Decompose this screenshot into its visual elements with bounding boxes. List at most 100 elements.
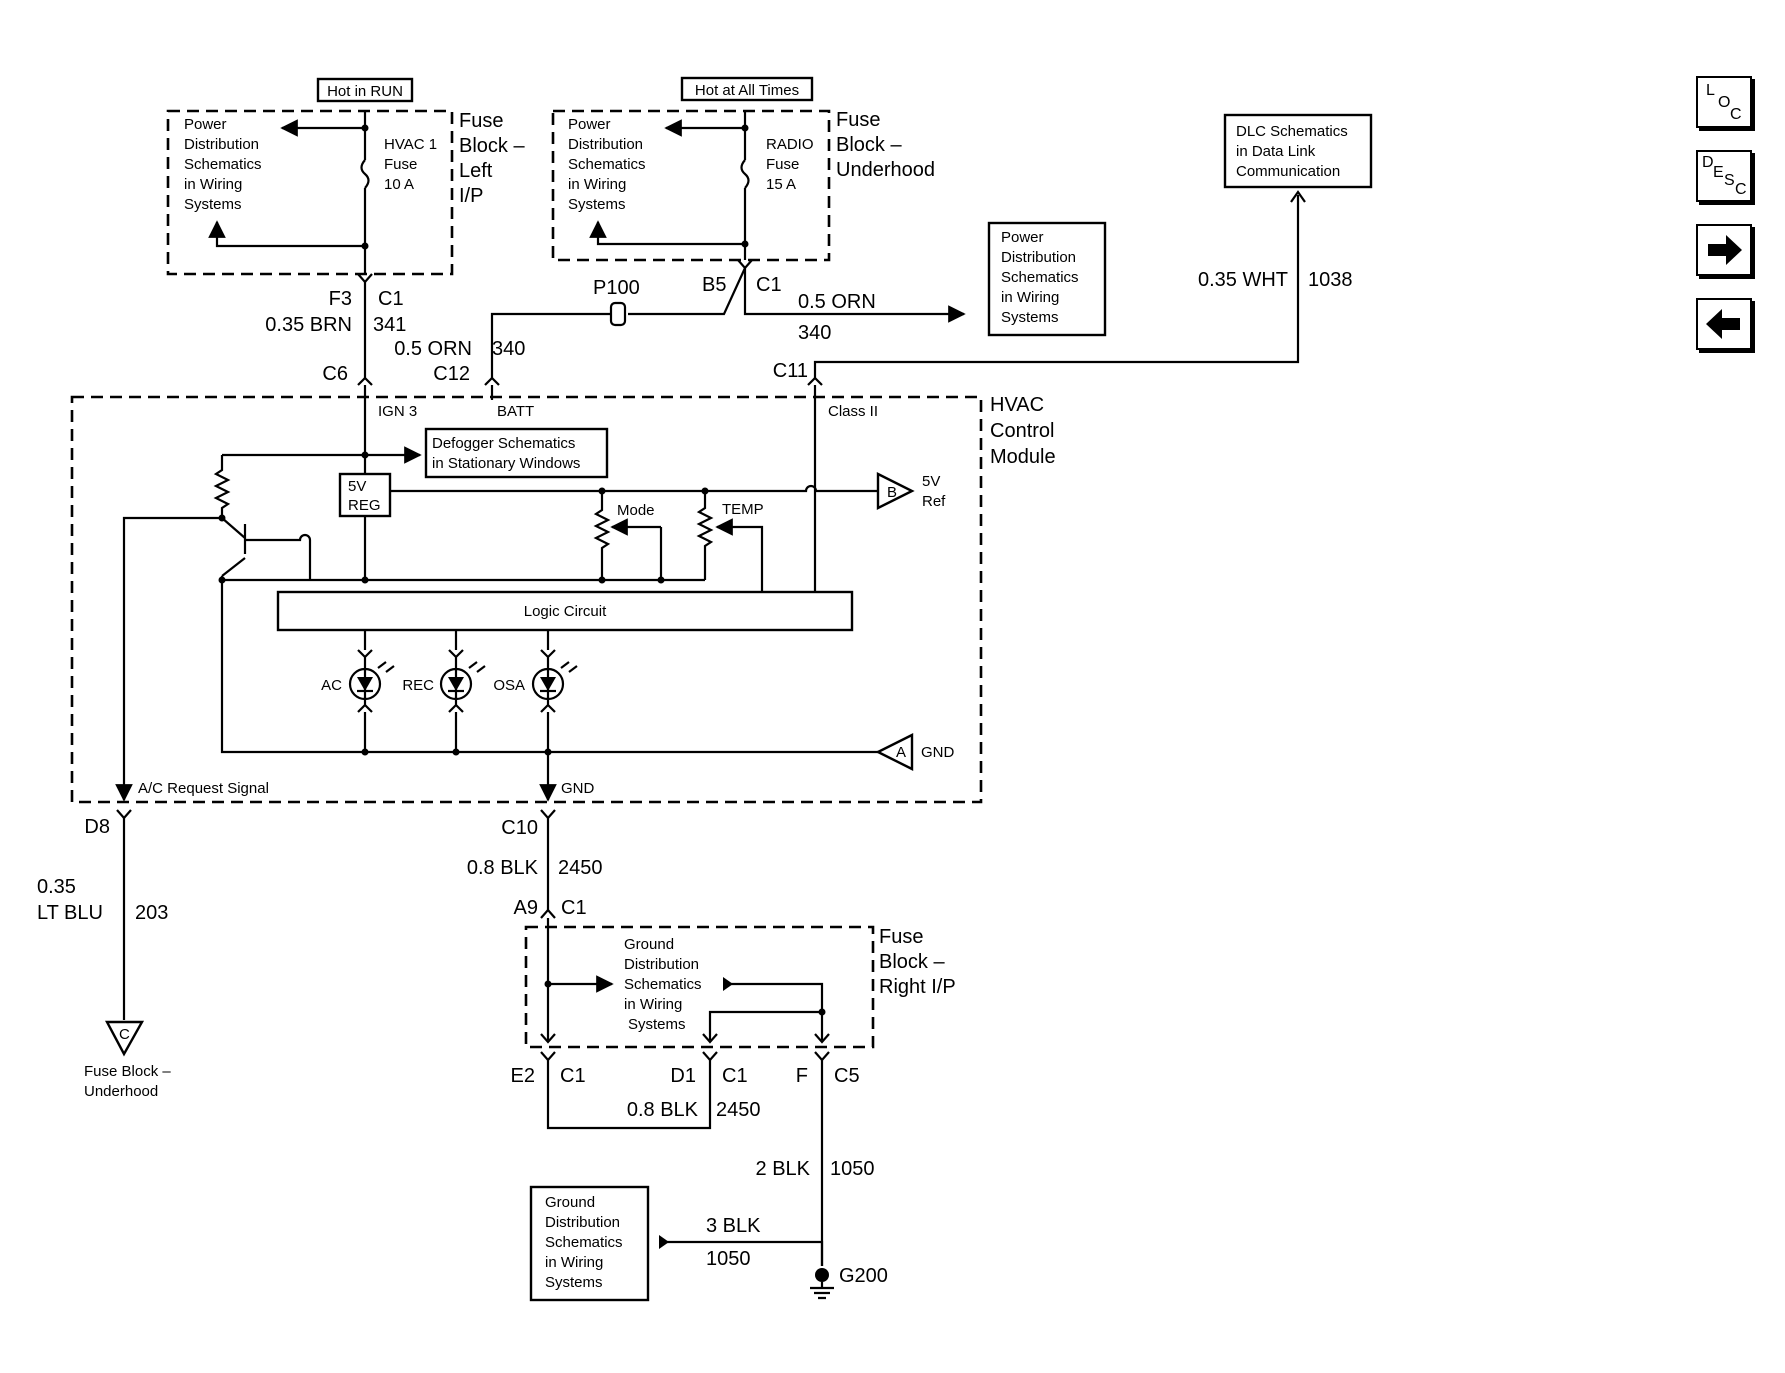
- gd-box-4: in Wiring: [545, 1254, 603, 1271]
- hvac1-fuse-line1: HVAC 1: [384, 136, 437, 153]
- c12-label: C12: [433, 363, 470, 385]
- gd-box-2: Distribution: [545, 1214, 620, 1231]
- blk-08-b-label: 0.8 BLK: [627, 1099, 699, 1121]
- radio-fuse-line2: Fuse: [766, 156, 799, 173]
- led-osa-label: OSA: [493, 677, 525, 694]
- fuse-block-left-name-2: Block –: [459, 135, 525, 157]
- c5-label: C5: [834, 1065, 860, 1087]
- e2-label: E2: [511, 1065, 535, 1087]
- hvac1-fuse-line3: 10 A: [384, 176, 414, 193]
- dlc-schematics-box: DLC Schematics in Data Link Communicatio…: [1223, 113, 1373, 189]
- gd-box-3: Schematics: [545, 1234, 623, 1251]
- b5-label: B5: [702, 274, 726, 296]
- circuit-1050-a-label: 1050: [830, 1158, 875, 1180]
- gnd-a-label: GND: [921, 744, 955, 761]
- hvac1-fuse-symbol: [360, 159, 370, 189]
- led-ac-label: AC: [321, 677, 342, 694]
- fuse-block-uh-name-3: Underhood: [836, 159, 935, 181]
- power-dist-ref-uh-5: Systems: [568, 196, 626, 213]
- 5v-regulator: [338, 472, 392, 518]
- pd-box-4: in Wiring: [1001, 289, 1059, 306]
- hot-in-run-tag: Hot in RUN: [327, 83, 403, 100]
- led-osa: OSA: [493, 630, 578, 790]
- power-dist-ref-uh-3: Schematics: [568, 156, 646, 173]
- loc-button[interactable]: L O C: [1696, 76, 1752, 128]
- gd-box-5: Systems: [545, 1274, 603, 1291]
- fuse-right-name-3: Right I/P: [879, 976, 956, 998]
- left-arrow-icon: [1706, 309, 1740, 339]
- led-ac: AC: [321, 630, 395, 752]
- led-rec-label: REC: [402, 677, 434, 694]
- circuit-1038-label: 1038: [1308, 269, 1353, 291]
- class2-label: Class II: [828, 403, 878, 420]
- d1-c1-label: C1: [722, 1065, 748, 1087]
- pd-box-3: Schematics: [1001, 269, 1079, 286]
- ground-circuit: C10 0.8 BLK 2450 A9 C1 Fuse Block – Righ…: [467, 809, 956, 1302]
- radio-fuse-line1: RADIO: [766, 136, 814, 153]
- radio-fuse-line3: 15 A: [766, 176, 796, 193]
- fuse-block-uh-ref-1: Fuse Block –: [84, 1063, 171, 1080]
- fuse-block-uh-name-1: Fuse: [836, 109, 880, 131]
- c11-label: C11: [773, 360, 808, 382]
- d8-label: D8: [84, 816, 110, 838]
- fuse-right-name-2: Block –: [879, 951, 945, 973]
- ref-b-line2: Ref: [922, 493, 946, 510]
- gd-box-1: Ground: [545, 1194, 595, 1211]
- circuit-2450-a-label: 2450: [558, 857, 603, 879]
- led-rec: REC: [402, 630, 486, 752]
- next-button[interactable]: [1696, 224, 1752, 276]
- ground-dist-2: Distribution: [624, 956, 699, 973]
- c1-label-b: C1: [756, 274, 782, 296]
- blk-2-label: 2 BLK: [756, 1158, 811, 1180]
- defogger-line2: in Stationary Windows: [432, 455, 580, 472]
- fuse-block-left-name-1: Fuse: [459, 110, 503, 132]
- power-distribution-box: Power Distribution Schematics in Wiring …: [987, 221, 1107, 337]
- c10-label: C10: [501, 817, 538, 839]
- circuit-341-label: 341: [373, 314, 406, 336]
- logic-circuit: [276, 590, 854, 632]
- ground-dist-1: Ground: [624, 936, 674, 953]
- gnd-bottom-label: GND: [561, 780, 595, 797]
- ign3-label: IGN 3: [378, 403, 417, 420]
- lt-blu-label: LT BLU: [37, 902, 103, 924]
- loc-glyph-o: O: [1718, 94, 1731, 111]
- brn-label: 0.35 BRN: [265, 314, 352, 336]
- bias-resistor: [213, 455, 231, 521]
- fuse-block-left-name-4: I/P: [459, 185, 483, 207]
- power-dist-ref-left-3: Schematics: [184, 156, 262, 173]
- power-dist-ref-uh-1: Power: [568, 116, 611, 133]
- c1-label-lower: C1: [561, 897, 587, 919]
- reg-line1: 5V: [348, 478, 366, 495]
- top-wiring: F3 C1 0.35 BRN 341 C6 P100 B5 C1 0.5 ORN…: [265, 190, 1353, 386]
- fuse-block-left-ip: Hot in RUN Power Distribution Schematics…: [166, 77, 525, 276]
- circuit-340-left-label: 340: [492, 338, 525, 360]
- desc-glyph-e: E: [1713, 164, 1724, 181]
- loc-glyph-l: L: [1706, 82, 1715, 99]
- radio-fuse-symbol: [740, 159, 750, 189]
- blk-3-label: 3 BLK: [706, 1215, 761, 1237]
- power-dist-ref-left-2: Distribution: [184, 136, 259, 153]
- loc-glyph-c: C: [1730, 106, 1742, 123]
- e2-c1-label: C1: [560, 1065, 586, 1087]
- ac-request-circuit: D8 0.35 LT BLU 203 C Fuse Block – Underh…: [37, 809, 171, 1100]
- pd-box-5: Systems: [1001, 309, 1059, 326]
- gnd-a-letter: A: [896, 744, 906, 761]
- circuit-203-label: 203: [135, 902, 168, 924]
- module-name-1: HVAC: [990, 394, 1044, 416]
- ground-dist-3: Schematics: [624, 976, 702, 993]
- ac-request-label: A/C Request Signal: [138, 780, 269, 797]
- fuse-block-uh-name-2: Block –: [836, 134, 902, 156]
- hvac1-fuse-line2: Fuse: [384, 156, 417, 173]
- desc-button[interactable]: D E S C: [1696, 150, 1752, 202]
- ground-dist-4: in Wiring: [624, 996, 682, 1013]
- module-name-3: Module: [990, 446, 1056, 468]
- g200-ground-icon: [815, 1268, 829, 1282]
- hvac-control-module: HVAC Control Module IGN 3 BATT Class II …: [70, 385, 1056, 804]
- ref-c-letter: C: [119, 1026, 130, 1043]
- pd-box-2: Distribution: [1001, 249, 1076, 266]
- fuse-block-underhood: Hot at All Times Power Distribution Sche…: [551, 76, 935, 262]
- prev-button[interactable]: [1696, 298, 1752, 350]
- blk-08-label: 0.8 BLK: [467, 857, 539, 879]
- circuit-2450-b-label: 2450: [716, 1099, 761, 1121]
